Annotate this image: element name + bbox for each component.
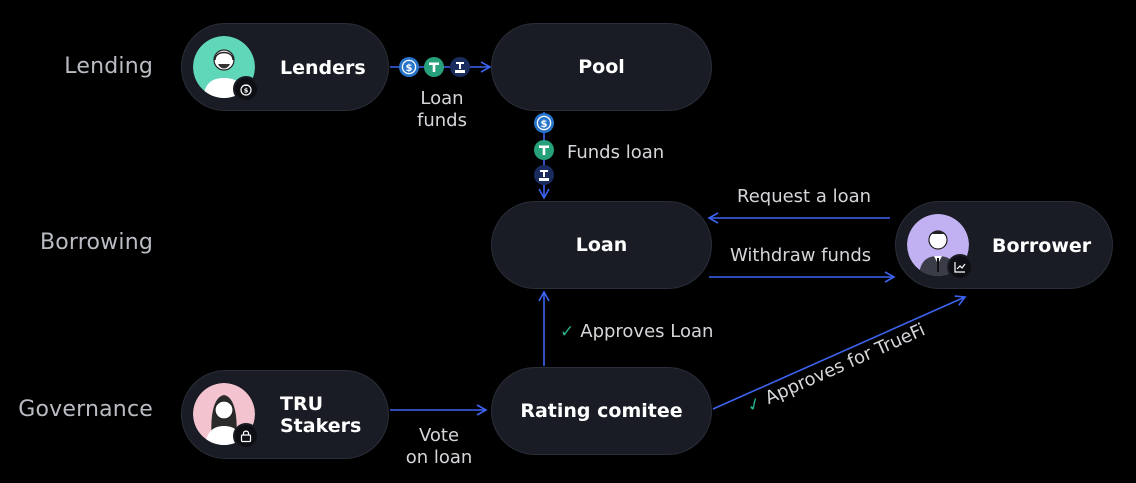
row-label-lending: Lending: [64, 54, 153, 79]
borrower-label: Borrower: [992, 235, 1092, 257]
borrower-avatar: [907, 214, 973, 280]
lenders-label: Lenders: [280, 57, 366, 79]
money-bag-icon: $: [233, 76, 259, 102]
loan-label: Loan: [575, 234, 628, 256]
lenders-avatar: $: [193, 36, 259, 102]
row-label-borrowing: Borrowing: [39, 230, 153, 255]
svg-text:$: $: [541, 119, 548, 130]
pool-node: Pool: [491, 23, 712, 111]
borrower-node: Borrower: [895, 201, 1113, 289]
tru-stakers-avatar: [193, 383, 259, 449]
arrow-approves-truefi: [712, 295, 967, 410]
svg-text:$: $: [244, 87, 249, 95]
rating-comitee-node: Rating comitee: [491, 367, 712, 455]
edge-label-vote-line2: on loan: [405, 447, 473, 468]
edge-label-funds-loan: Funds loan: [567, 142, 665, 163]
lock-coin-icon: [233, 423, 259, 449]
edge-label-vote-line1: Vote: [418, 425, 460, 446]
tru-stakers-label-line2: Stakers: [280, 415, 362, 437]
row-label-governance: Governance: [18, 397, 153, 422]
loan-node: Loan: [491, 201, 712, 289]
edge-label-loan-funds-line1: Loan: [420, 88, 464, 109]
usdt-coin-icon: [424, 57, 444, 77]
svg-text:$: $: [406, 63, 413, 74]
usdc-coin-icon: $: [399, 57, 419, 77]
tru-stakers-node: TRU Stakers: [181, 370, 389, 459]
pool-label: Pool: [578, 56, 625, 78]
tru-stakers-label-line1: TRU: [280, 393, 324, 415]
edge-label-vote-on-loan: Vote on loan: [399, 425, 479, 469]
edge-label-approves-loan: ✓Approves Loan: [560, 321, 713, 343]
check-icon: ✓: [560, 322, 575, 342]
tusd-coin-icon: [450, 57, 470, 77]
approves-loan-text: Approves Loan: [580, 321, 714, 342]
rating-comitee-label: Rating comitee: [520, 400, 683, 422]
tru-stakers-label: TRU Stakers: [280, 393, 361, 437]
edge-label-request-loan: Request a loan: [737, 186, 872, 207]
edge-label-loan-funds-line2: funds: [417, 110, 467, 131]
tusd-coin-icon: [534, 165, 554, 185]
lenders-node: $ Lenders: [181, 23, 389, 111]
edge-label-loan-funds: Loan funds: [402, 88, 482, 132]
usdt-coin-icon: [534, 140, 554, 160]
usdc-coin-icon: $: [534, 113, 554, 133]
chart-icon: [947, 254, 973, 280]
edge-label-withdraw-funds: Withdraw funds: [730, 245, 872, 266]
